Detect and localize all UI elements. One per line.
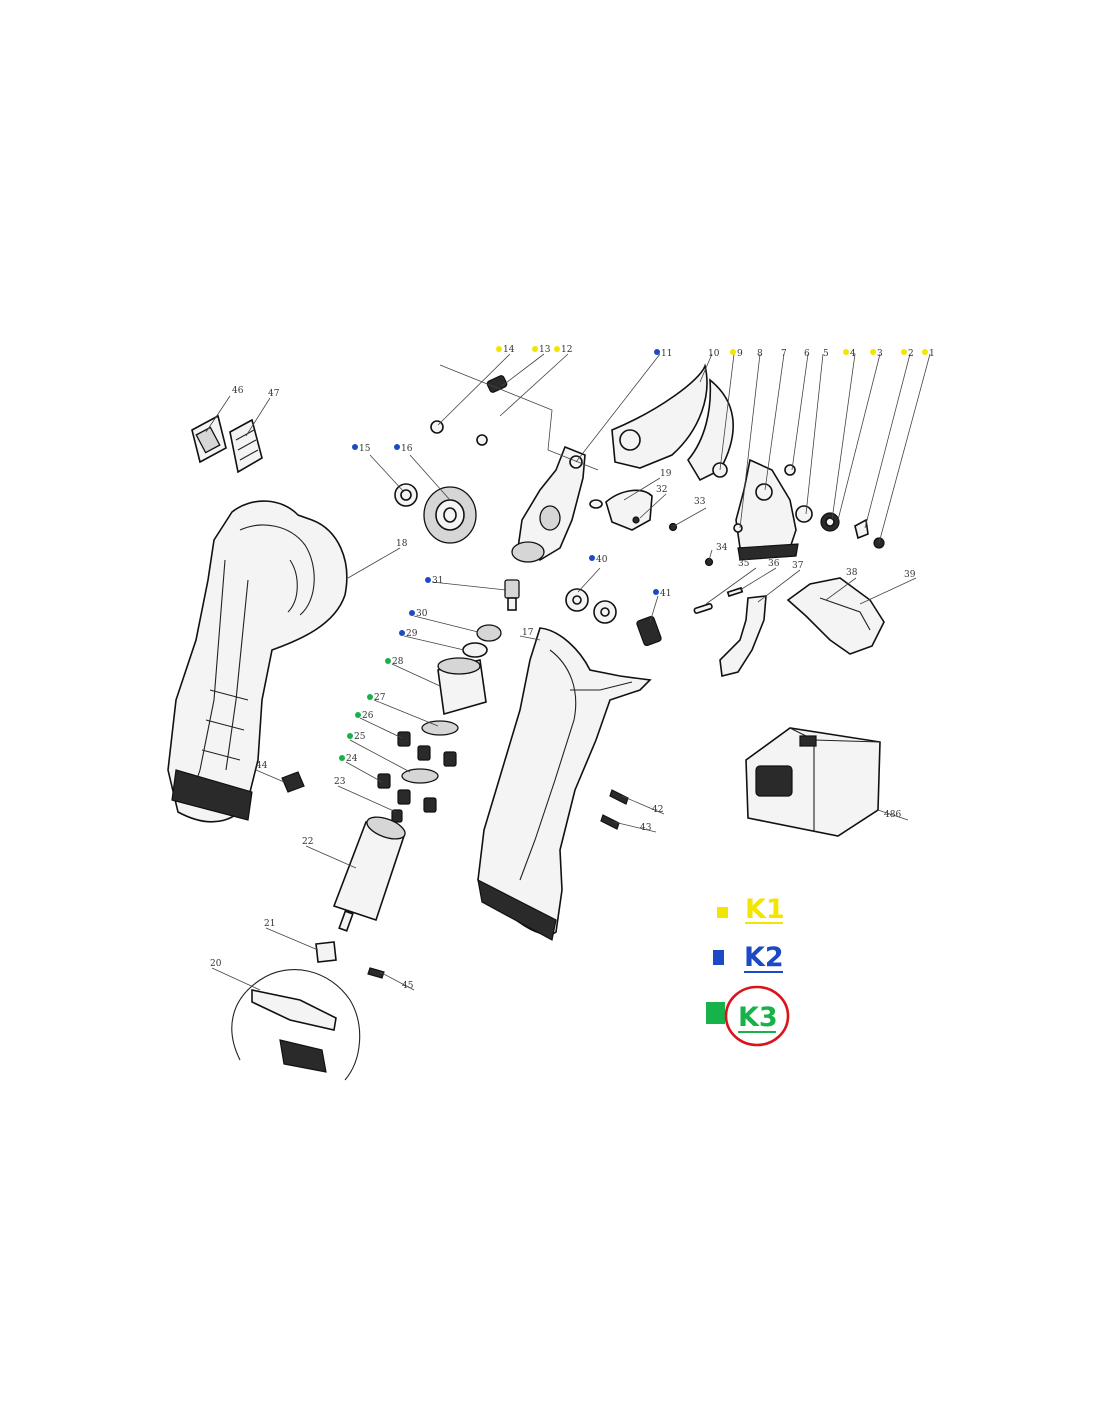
label-39: 39 bbox=[904, 570, 916, 580]
label-47: 47 bbox=[268, 389, 280, 399]
part-486-battery bbox=[745, 727, 881, 837]
label-45: 45 bbox=[402, 981, 414, 991]
part-gear-sector bbox=[733, 458, 885, 561]
label-20: 20 bbox=[210, 959, 222, 969]
part-21-endplate bbox=[315, 941, 337, 963]
label-30: 30 bbox=[416, 609, 428, 619]
label-41: 41 bbox=[660, 589, 671, 599]
part-11-arm bbox=[511, 445, 586, 563]
label-13: 13 bbox=[539, 345, 551, 355]
label-16: 16 bbox=[401, 444, 413, 454]
label-18: 18 bbox=[396, 539, 408, 549]
label-37: 37 bbox=[792, 561, 804, 571]
legend-k3-swatch bbox=[706, 1002, 725, 1024]
label-29: 29 bbox=[406, 629, 418, 639]
label-26: 26 bbox=[362, 711, 374, 721]
part-29-ring bbox=[462, 642, 488, 658]
legend-k3-label: K3 bbox=[738, 1002, 778, 1033]
label-12: 12 bbox=[561, 345, 572, 355]
part-30-bearing bbox=[476, 624, 502, 642]
label-1: 1 bbox=[929, 349, 935, 359]
part-47-drawing bbox=[229, 418, 263, 474]
part-14-13-12-drawing bbox=[430, 375, 508, 446]
label-34: 34 bbox=[716, 543, 728, 553]
legend-k2-swatch bbox=[713, 950, 724, 965]
leader-lines bbox=[205, 353, 931, 991]
label-486: 486 bbox=[884, 810, 901, 820]
label-25: 25 bbox=[354, 732, 366, 742]
part-24-27-planetary bbox=[377, 720, 459, 823]
part-19-32-plate bbox=[589, 489, 653, 531]
part-33-screw bbox=[668, 522, 678, 532]
legend-k3-highlight-circle bbox=[724, 985, 790, 1047]
label-7: 7 bbox=[781, 349, 787, 359]
label-11: 11 bbox=[661, 349, 672, 359]
label-10: 10 bbox=[708, 349, 720, 359]
part-31-pin bbox=[504, 579, 520, 611]
legend: K1 K2 K3 bbox=[706, 894, 790, 1047]
part-18-left-housing bbox=[167, 500, 348, 823]
label-28: 28 bbox=[392, 657, 404, 667]
label-44: 44 bbox=[256, 761, 268, 771]
legend-k2-label: K2 bbox=[744, 942, 784, 973]
part-40-washers bbox=[565, 588, 617, 624]
label-24: 24 bbox=[346, 754, 358, 764]
label-46: 46 bbox=[232, 386, 244, 396]
label-4: 4 bbox=[850, 349, 856, 359]
label-32: 32 bbox=[656, 485, 667, 495]
label-15: 15 bbox=[359, 444, 371, 454]
part-28-gearbox bbox=[437, 657, 487, 716]
label-6: 6 bbox=[804, 349, 810, 359]
part-15-washer bbox=[394, 483, 418, 507]
part-44-drawing bbox=[281, 771, 305, 793]
label-5: 5 bbox=[823, 349, 829, 359]
label-42: 42 bbox=[652, 805, 663, 815]
legend-k1-swatch bbox=[717, 907, 728, 918]
part-45-screw bbox=[367, 967, 385, 979]
label-23: 23 bbox=[334, 777, 346, 787]
label-31: 31 bbox=[432, 576, 443, 586]
label-27: 27 bbox=[374, 693, 386, 703]
part-17-right-housing bbox=[477, 627, 652, 941]
label-36: 36 bbox=[768, 559, 780, 569]
label-9: 9 bbox=[737, 349, 743, 359]
part-22-motor bbox=[332, 816, 406, 932]
label-19: 19 bbox=[660, 469, 672, 479]
label-35: 35 bbox=[738, 559, 750, 569]
part-42-43-screws bbox=[600, 789, 629, 830]
label-21: 21 bbox=[264, 919, 275, 929]
part-34-screw bbox=[704, 557, 714, 567]
label-markers bbox=[339, 346, 928, 761]
label-17: 17 bbox=[522, 628, 534, 638]
label-33: 33 bbox=[694, 497, 706, 507]
part-38-39-cover bbox=[786, 577, 885, 655]
label-40: 40 bbox=[596, 555, 608, 565]
part-16-disk bbox=[423, 486, 477, 544]
part-35-37-trigger bbox=[693, 586, 767, 677]
label-2: 2 bbox=[908, 349, 914, 359]
part-9-10-blades bbox=[611, 363, 734, 482]
label-8: 8 bbox=[757, 349, 763, 359]
legend-k1-label: K1 bbox=[745, 894, 785, 925]
label-14: 14 bbox=[503, 345, 515, 355]
part-20-inset bbox=[231, 969, 361, 1081]
label-38: 38 bbox=[846, 568, 858, 578]
part-46-drawing bbox=[191, 414, 227, 464]
part-labels: 1 2 3 4 5 6 7 8 9 10 11 12 13 14 15 16 1… bbox=[210, 345, 935, 991]
part-41-pinion bbox=[636, 615, 662, 647]
label-43: 43 bbox=[640, 823, 652, 833]
label-3: 3 bbox=[877, 349, 883, 359]
label-22: 22 bbox=[302, 837, 313, 847]
